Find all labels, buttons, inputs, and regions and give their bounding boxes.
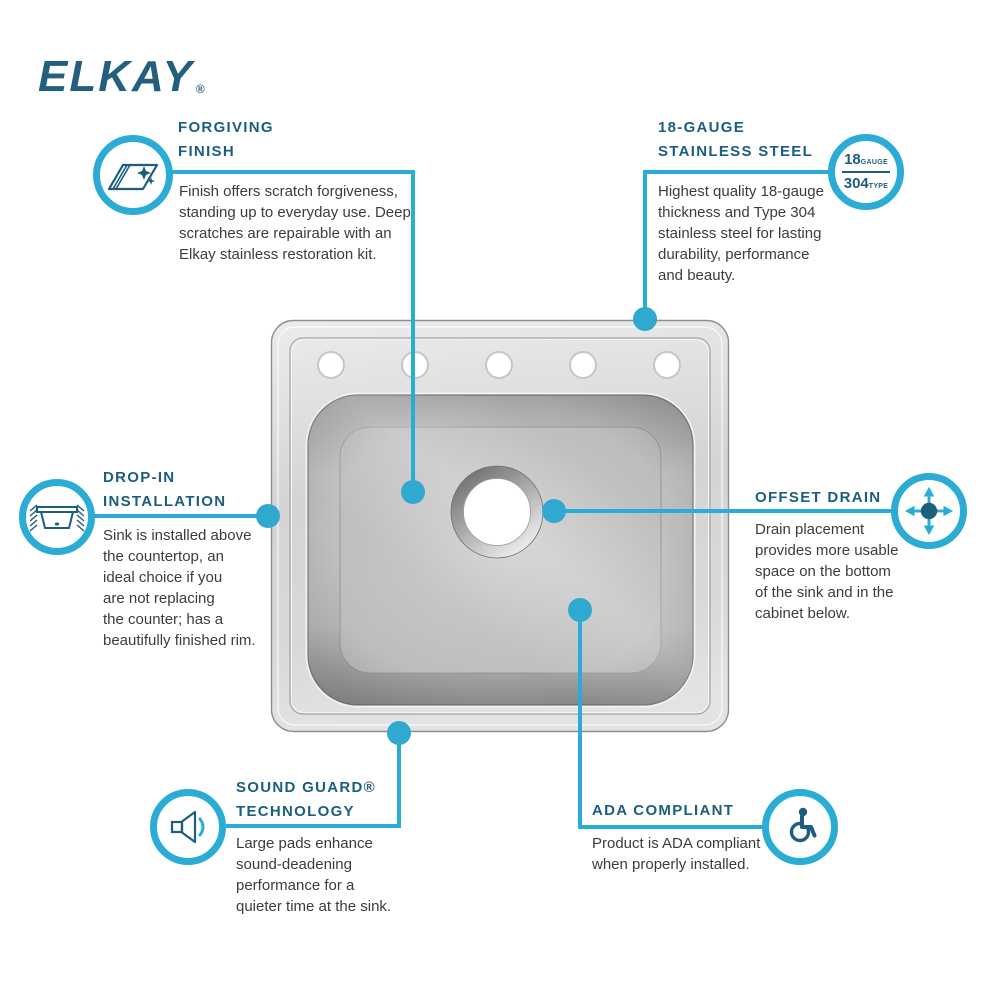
gauge-value: 18 xyxy=(844,151,861,168)
logo-registered-mark: ® xyxy=(195,82,205,96)
offset-drain-title: OFFSET DRAIN xyxy=(755,486,881,510)
gauge-steel-connector-underline xyxy=(643,170,829,174)
wheelchair-icon xyxy=(789,807,817,843)
forgiving-finish-connector-underline xyxy=(169,170,415,174)
gauge-type-badge-icon: 18GAUGE 304TYPE xyxy=(841,149,891,195)
speaker-icon xyxy=(170,810,205,844)
logo-text: ELKAY xyxy=(38,52,194,101)
sound-guard-connector-vertical xyxy=(397,733,401,828)
ada-connector-underline xyxy=(578,825,768,829)
type-value: 304 xyxy=(843,175,869,192)
forgiving-finish-body: Finish offers scratch forgiveness, stand… xyxy=(179,183,411,263)
offset-drain-icon-circle xyxy=(891,473,967,549)
gauge-unit: GAUGE xyxy=(860,159,888,166)
drop-in-title-line2: INSTALLATION xyxy=(103,493,227,510)
drop-in-title-line1: DROP-IN xyxy=(103,469,176,486)
ada-icon-circle xyxy=(762,789,838,865)
gauge-steel-connector-vertical xyxy=(643,170,647,320)
drop-in-body: Sink is installed above the countertop, … xyxy=(103,527,256,649)
type-unit: TYPE xyxy=(868,183,889,190)
offset-drain-body: Drain placement provides more usable spa… xyxy=(755,521,899,622)
sound-guard-title-line1: SOUND GUARD® xyxy=(236,779,376,796)
ada-connector-vertical xyxy=(578,610,582,829)
forgiving-finish-anchor-dot xyxy=(401,480,425,504)
sound-guard-anchor-dot xyxy=(387,721,411,745)
sound-guard-title-line2: TECHNOLOGY xyxy=(236,803,355,820)
forgiving-finish-icon-circle xyxy=(93,135,173,215)
forgiving-finish-connector-vertical xyxy=(411,170,415,492)
drop-in-anchor-dot xyxy=(256,504,280,528)
ada-body: Product is ADA compliant when properly i… xyxy=(592,835,761,873)
drain xyxy=(450,465,544,559)
offset-drain-connector-line xyxy=(554,509,893,513)
sound-guard-icon-circle xyxy=(150,789,226,865)
faucet-holes xyxy=(317,351,681,379)
sound-guard-title: SOUND GUARD® TECHNOLOGY xyxy=(236,776,376,824)
drop-in-cross-section-icon xyxy=(29,504,85,532)
sound-guard-connector-underline xyxy=(226,824,401,828)
sparkle-surface-icon xyxy=(107,163,159,191)
elkay-logo: ELKAY® xyxy=(38,52,205,102)
forgiving-finish-title: FORGIVING FINISH xyxy=(178,116,274,164)
gauge-steel-icon-circle: 18GAUGE 304TYPE xyxy=(828,134,904,210)
offset-drain-title-line1: OFFSET DRAIN xyxy=(755,489,882,506)
ada-title: ADA COMPLIANT xyxy=(592,799,734,823)
drop-in-title: DROP-IN INSTALLATION xyxy=(103,466,226,514)
gauge-steel-title: 18-GAUGE STAINLESS STEEL xyxy=(658,116,813,164)
ada-anchor-dot xyxy=(568,598,592,622)
forgiving-finish-title-line2: FINISH xyxy=(178,143,235,160)
drop-in-icon-circle xyxy=(19,479,95,555)
forgiving-finish-title-line1: FORGIVING xyxy=(178,119,274,136)
gauge-steel-title-line1: 18-GAUGE xyxy=(658,119,746,136)
ada-title-line1: ADA COMPLIANT xyxy=(592,802,735,819)
four-arrows-drain-icon xyxy=(904,486,954,536)
gauge-steel-body: Highest quality 18-gauge thickness and T… xyxy=(658,183,824,284)
drop-in-connector-line xyxy=(93,514,268,518)
gauge-steel-title-line2: STAINLESS STEEL xyxy=(658,143,814,160)
offset-drain-anchor-dot xyxy=(542,499,566,523)
gauge-steel-anchor-dot xyxy=(633,307,657,331)
sound-guard-body: Large pads enhance sound-deadening perfo… xyxy=(236,835,392,915)
sink-product-image xyxy=(270,319,730,733)
